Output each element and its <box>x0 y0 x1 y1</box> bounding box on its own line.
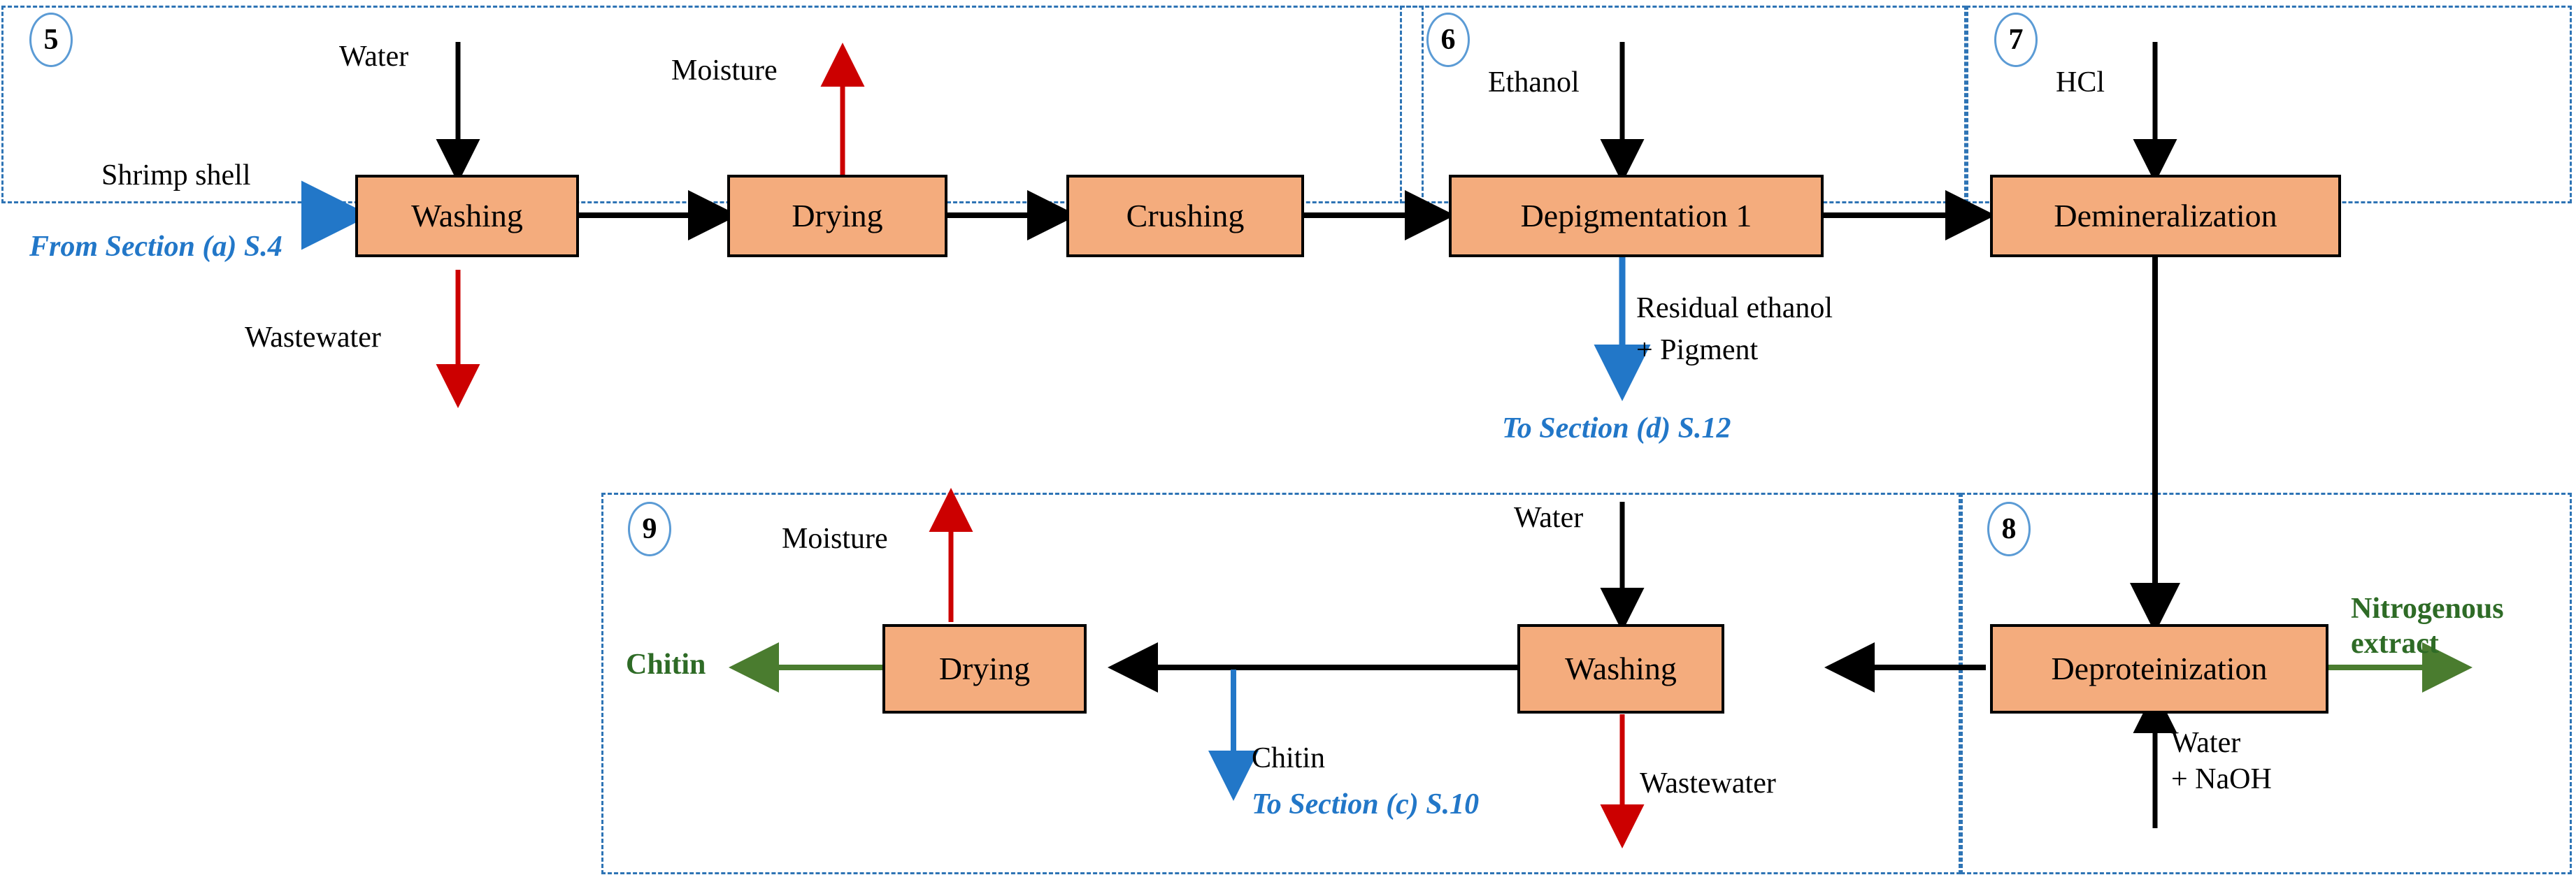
process-box-drying-2[interactable]: Drying <box>882 624 1087 714</box>
section-number-8-text: 8 <box>2001 513 2017 545</box>
process-box-washing-2[interactable]: Washing <box>1517 624 1724 714</box>
process-box-deproteinization[interactable]: Deproteinization <box>1990 624 2328 714</box>
process-box-washing-1[interactable]: Washing <box>355 175 579 257</box>
section-number-7-text: 7 <box>2008 24 2024 56</box>
process-box-drying-2-label: Drying <box>938 651 1031 686</box>
label-to-section-d: To Section (d) S.12 <box>1502 412 1731 444</box>
label-residual-ethanol-line1: Residual ethanol <box>1636 292 1833 324</box>
process-box-washing-1-label: Washing <box>411 198 523 233</box>
label-from-section-a: From Section (a) S.4 <box>29 231 282 263</box>
label-water-washing-2: Water <box>1514 502 1584 534</box>
label-nitrogenous-extract-line2: extract <box>2351 628 2439 660</box>
section-number-9: 9 <box>628 502 671 556</box>
section-number-6-text: 6 <box>1440 24 1456 56</box>
label-chitin-product: Chitin <box>626 649 706 681</box>
process-box-depigmentation-1[interactable]: Depigmentation 1 <box>1449 175 1824 257</box>
process-box-drying-1-label: Drying <box>792 198 883 233</box>
label-moisture-drying-2: Moisture <box>782 523 888 555</box>
process-box-deproteinization-label: Deproteinization <box>2051 651 2268 686</box>
section-boundary-7 <box>1966 6 2572 203</box>
section-boundary-9 <box>601 493 1961 874</box>
label-shrimp-shell: Shrimp shell <box>101 159 251 191</box>
label-hcl: HCl <box>2056 66 2105 99</box>
section-number-7: 7 <box>1994 13 2038 67</box>
section-number-5-text: 5 <box>43 24 59 56</box>
label-water-naoh-line1: Water <box>2171 727 2241 759</box>
label-wastewater-washing-1: Wastewater <box>245 321 381 354</box>
label-moisture-drying-1: Moisture <box>671 55 778 87</box>
section-number-9-text: 9 <box>642 513 657 545</box>
section-number-8: 8 <box>1987 502 2031 556</box>
label-residual-ethanol-line2: + Pigment <box>1636 334 1759 366</box>
section-number-6: 6 <box>1426 13 1470 67</box>
section-number-5: 5 <box>29 13 73 67</box>
label-ethanol: Ethanol <box>1488 66 1580 99</box>
process-box-depigmentation-1-label: Depigmentation 1 <box>1520 198 1752 233</box>
process-box-crushing-label: Crushing <box>1126 198 1245 233</box>
process-box-demineralization-label: Demineralization <box>2054 198 2277 233</box>
label-water-washing-1: Water <box>339 41 409 73</box>
process-box-washing-2-label: Washing <box>1565 651 1677 686</box>
section-boundary-6 <box>1400 6 1966 203</box>
process-box-crushing[interactable]: Crushing <box>1066 175 1304 257</box>
label-nitrogenous-extract-line1: Nitrogenous <box>2351 593 2504 625</box>
label-water-naoh-line2: + NaOH <box>2171 763 2272 795</box>
section-boundary-8 <box>1961 493 2572 874</box>
label-wastewater-washing-2: Wastewater <box>1640 767 1776 800</box>
label-chitin-branch: Chitin <box>1252 742 1326 774</box>
label-to-section-c: To Section (c) S.10 <box>1252 788 1480 820</box>
process-box-drying-1[interactable]: Drying <box>727 175 947 257</box>
process-box-demineralization[interactable]: Demineralization <box>1990 175 2341 257</box>
